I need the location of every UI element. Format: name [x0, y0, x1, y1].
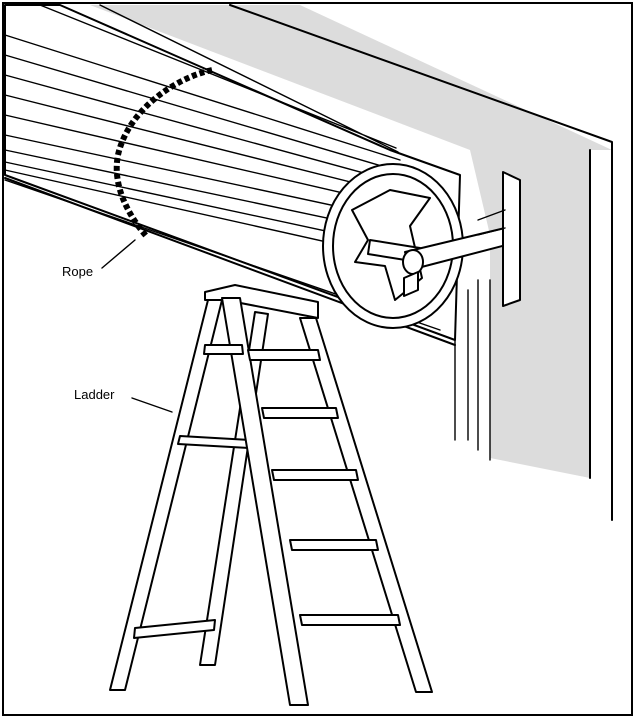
ladder-small-rung — [203, 344, 244, 355]
ladder-step-2 — [261, 407, 339, 419]
ceiling-edge — [229, 4, 613, 151]
ladder-step-5 — [299, 614, 401, 626]
drum-stripes — [4, 4, 441, 331]
ladder-step-4 — [289, 539, 379, 551]
axle-end — [402, 249, 424, 275]
ceiling-shade — [90, 5, 612, 150]
rope-leader-line — [101, 239, 136, 269]
ladder-rear-leg-left — [109, 299, 223, 691]
ladder-top — [204, 284, 319, 319]
ladder-step-1 — [247, 349, 321, 361]
ladder-leader-line — [131, 397, 173, 413]
ladder-front-leg-left — [221, 297, 309, 706]
ladder-step-3 — [271, 469, 359, 481]
drum-wheel — [322, 163, 521, 329]
axle-collar — [403, 271, 419, 297]
wall-bracket — [502, 171, 521, 307]
step-ladder — [109, 284, 433, 706]
rope — [113, 67, 213, 239]
ladder-label: Ladder — [74, 387, 115, 402]
ladder-rear-rung-2 — [133, 619, 216, 639]
rope-label: Rope — [62, 264, 93, 279]
bracket-plate — [477, 209, 506, 236]
